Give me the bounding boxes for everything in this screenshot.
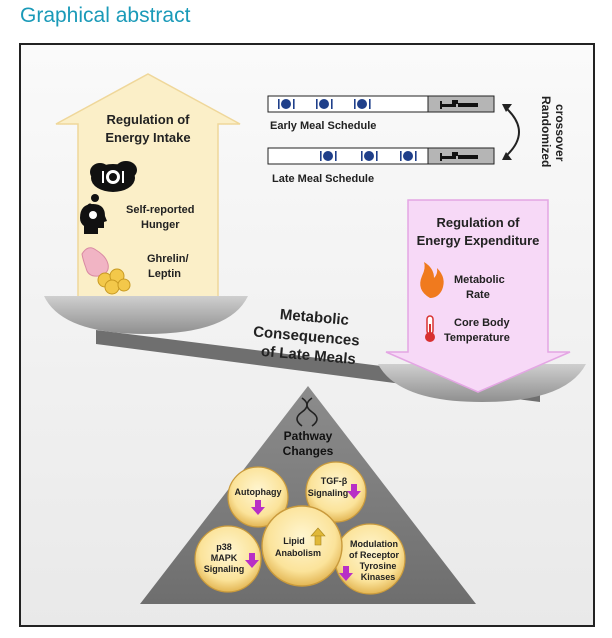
left-scale-pan bbox=[44, 296, 248, 334]
mod-label: Modulation bbox=[350, 539, 398, 549]
energy-intake-panel: Regulation of Energy Intake Self-reporte… bbox=[55, 73, 241, 301]
center-title: Metabolic Consequences of Late Meals bbox=[253, 306, 361, 368]
hunger-label-2: Hunger bbox=[141, 219, 180, 231]
expenditure-title-2: Energy Expenditure bbox=[417, 233, 540, 248]
expenditure-title: Regulation of bbox=[436, 215, 520, 230]
intake-title-2: Energy Intake bbox=[105, 130, 190, 145]
thermometer-icon bbox=[425, 315, 435, 342]
fat-cells-icon bbox=[97, 268, 131, 295]
stomach-icon bbox=[81, 247, 109, 277]
randomized-label: Randomized bbox=[539, 96, 553, 167]
lipid-anabolism-cell: Lipid Anabolism bbox=[261, 505, 343, 587]
meal-icon bbox=[354, 99, 371, 109]
meal-icon bbox=[278, 99, 295, 109]
intake-title: Regulation of bbox=[106, 112, 190, 127]
bed-icon bbox=[440, 152, 478, 161]
meal-icon bbox=[361, 151, 378, 161]
p38-mapk-cell: p38 MAPK Signaling bbox=[194, 525, 262, 593]
dna-icon bbox=[296, 397, 318, 427]
pathway-title-2: Changes bbox=[283, 444, 334, 458]
up-arrow-icon bbox=[310, 527, 326, 546]
late-schedule-label: Late Meal Schedule bbox=[272, 173, 374, 185]
modulation-cell: Modulation of Receptor Tyrosine Kinases bbox=[334, 523, 406, 595]
down-arrow-icon bbox=[245, 553, 259, 568]
tgf-beta-cell: TGF-β Signaling bbox=[305, 461, 367, 523]
metabolic-rate-label: Metabolic bbox=[454, 274, 505, 286]
p38-label: p38 bbox=[216, 542, 232, 552]
center-title-line1: Metabolic bbox=[279, 306, 349, 329]
flame-icon bbox=[420, 262, 444, 298]
tgf-label: TGF-β bbox=[321, 476, 348, 486]
meal-icon bbox=[320, 151, 337, 161]
pathway-title: Pathway bbox=[284, 429, 333, 443]
down-arrow-icon bbox=[339, 566, 353, 581]
bed-icon bbox=[440, 100, 478, 109]
down-arrow-icon bbox=[251, 500, 265, 515]
ghrelin-label: Ghrelin/ bbox=[147, 253, 189, 265]
autophagy-cell: Autophagy bbox=[227, 466, 289, 528]
graphical-abstract-heading: Graphical abstract bbox=[20, 4, 191, 27]
core-temp-label: Core Body bbox=[454, 317, 511, 329]
lipid-label-2: Anabolism bbox=[275, 548, 321, 558]
energy-expenditure-panel: Regulation of Energy Expenditure Metabol… bbox=[385, 199, 571, 393]
crossover-label: crossover bbox=[553, 104, 567, 162]
meal-icon bbox=[316, 99, 333, 109]
early-schedule-label: Early Meal Schedule bbox=[270, 120, 376, 132]
thought-cloud-icon bbox=[87, 161, 137, 209]
mod-label-4: Kinases bbox=[361, 572, 396, 582]
p38-label-3: Signaling bbox=[204, 564, 245, 574]
autophagy-label: Autophagy bbox=[235, 487, 282, 497]
mod-label-2: of Receptor bbox=[349, 550, 400, 560]
p38-label-2: MAPK bbox=[211, 553, 238, 563]
early-meal-schedule: Early Meal Schedule bbox=[267, 95, 495, 132]
lipid-label: Lipid bbox=[283, 536, 305, 546]
mod-label-3: Tyrosine bbox=[360, 561, 397, 571]
hunger-label: Self-reported bbox=[126, 204, 194, 216]
tgf-label-2: Signaling bbox=[308, 488, 349, 498]
meal-icon bbox=[400, 151, 417, 161]
down-arrow-icon bbox=[347, 484, 361, 499]
core-temp-label-2: Temperature bbox=[444, 332, 510, 344]
late-meal-schedule: Late Meal Schedule bbox=[267, 147, 495, 185]
metabolic-rate-label-2: Rate bbox=[466, 289, 490, 301]
crossover-arrow-icon bbox=[502, 104, 520, 160]
head-icon bbox=[80, 204, 107, 234]
leptin-label: Leptin bbox=[148, 268, 181, 280]
pathway-triangle: Pathway Changes Autophagy TGF-β Signalin… bbox=[140, 386, 476, 604]
